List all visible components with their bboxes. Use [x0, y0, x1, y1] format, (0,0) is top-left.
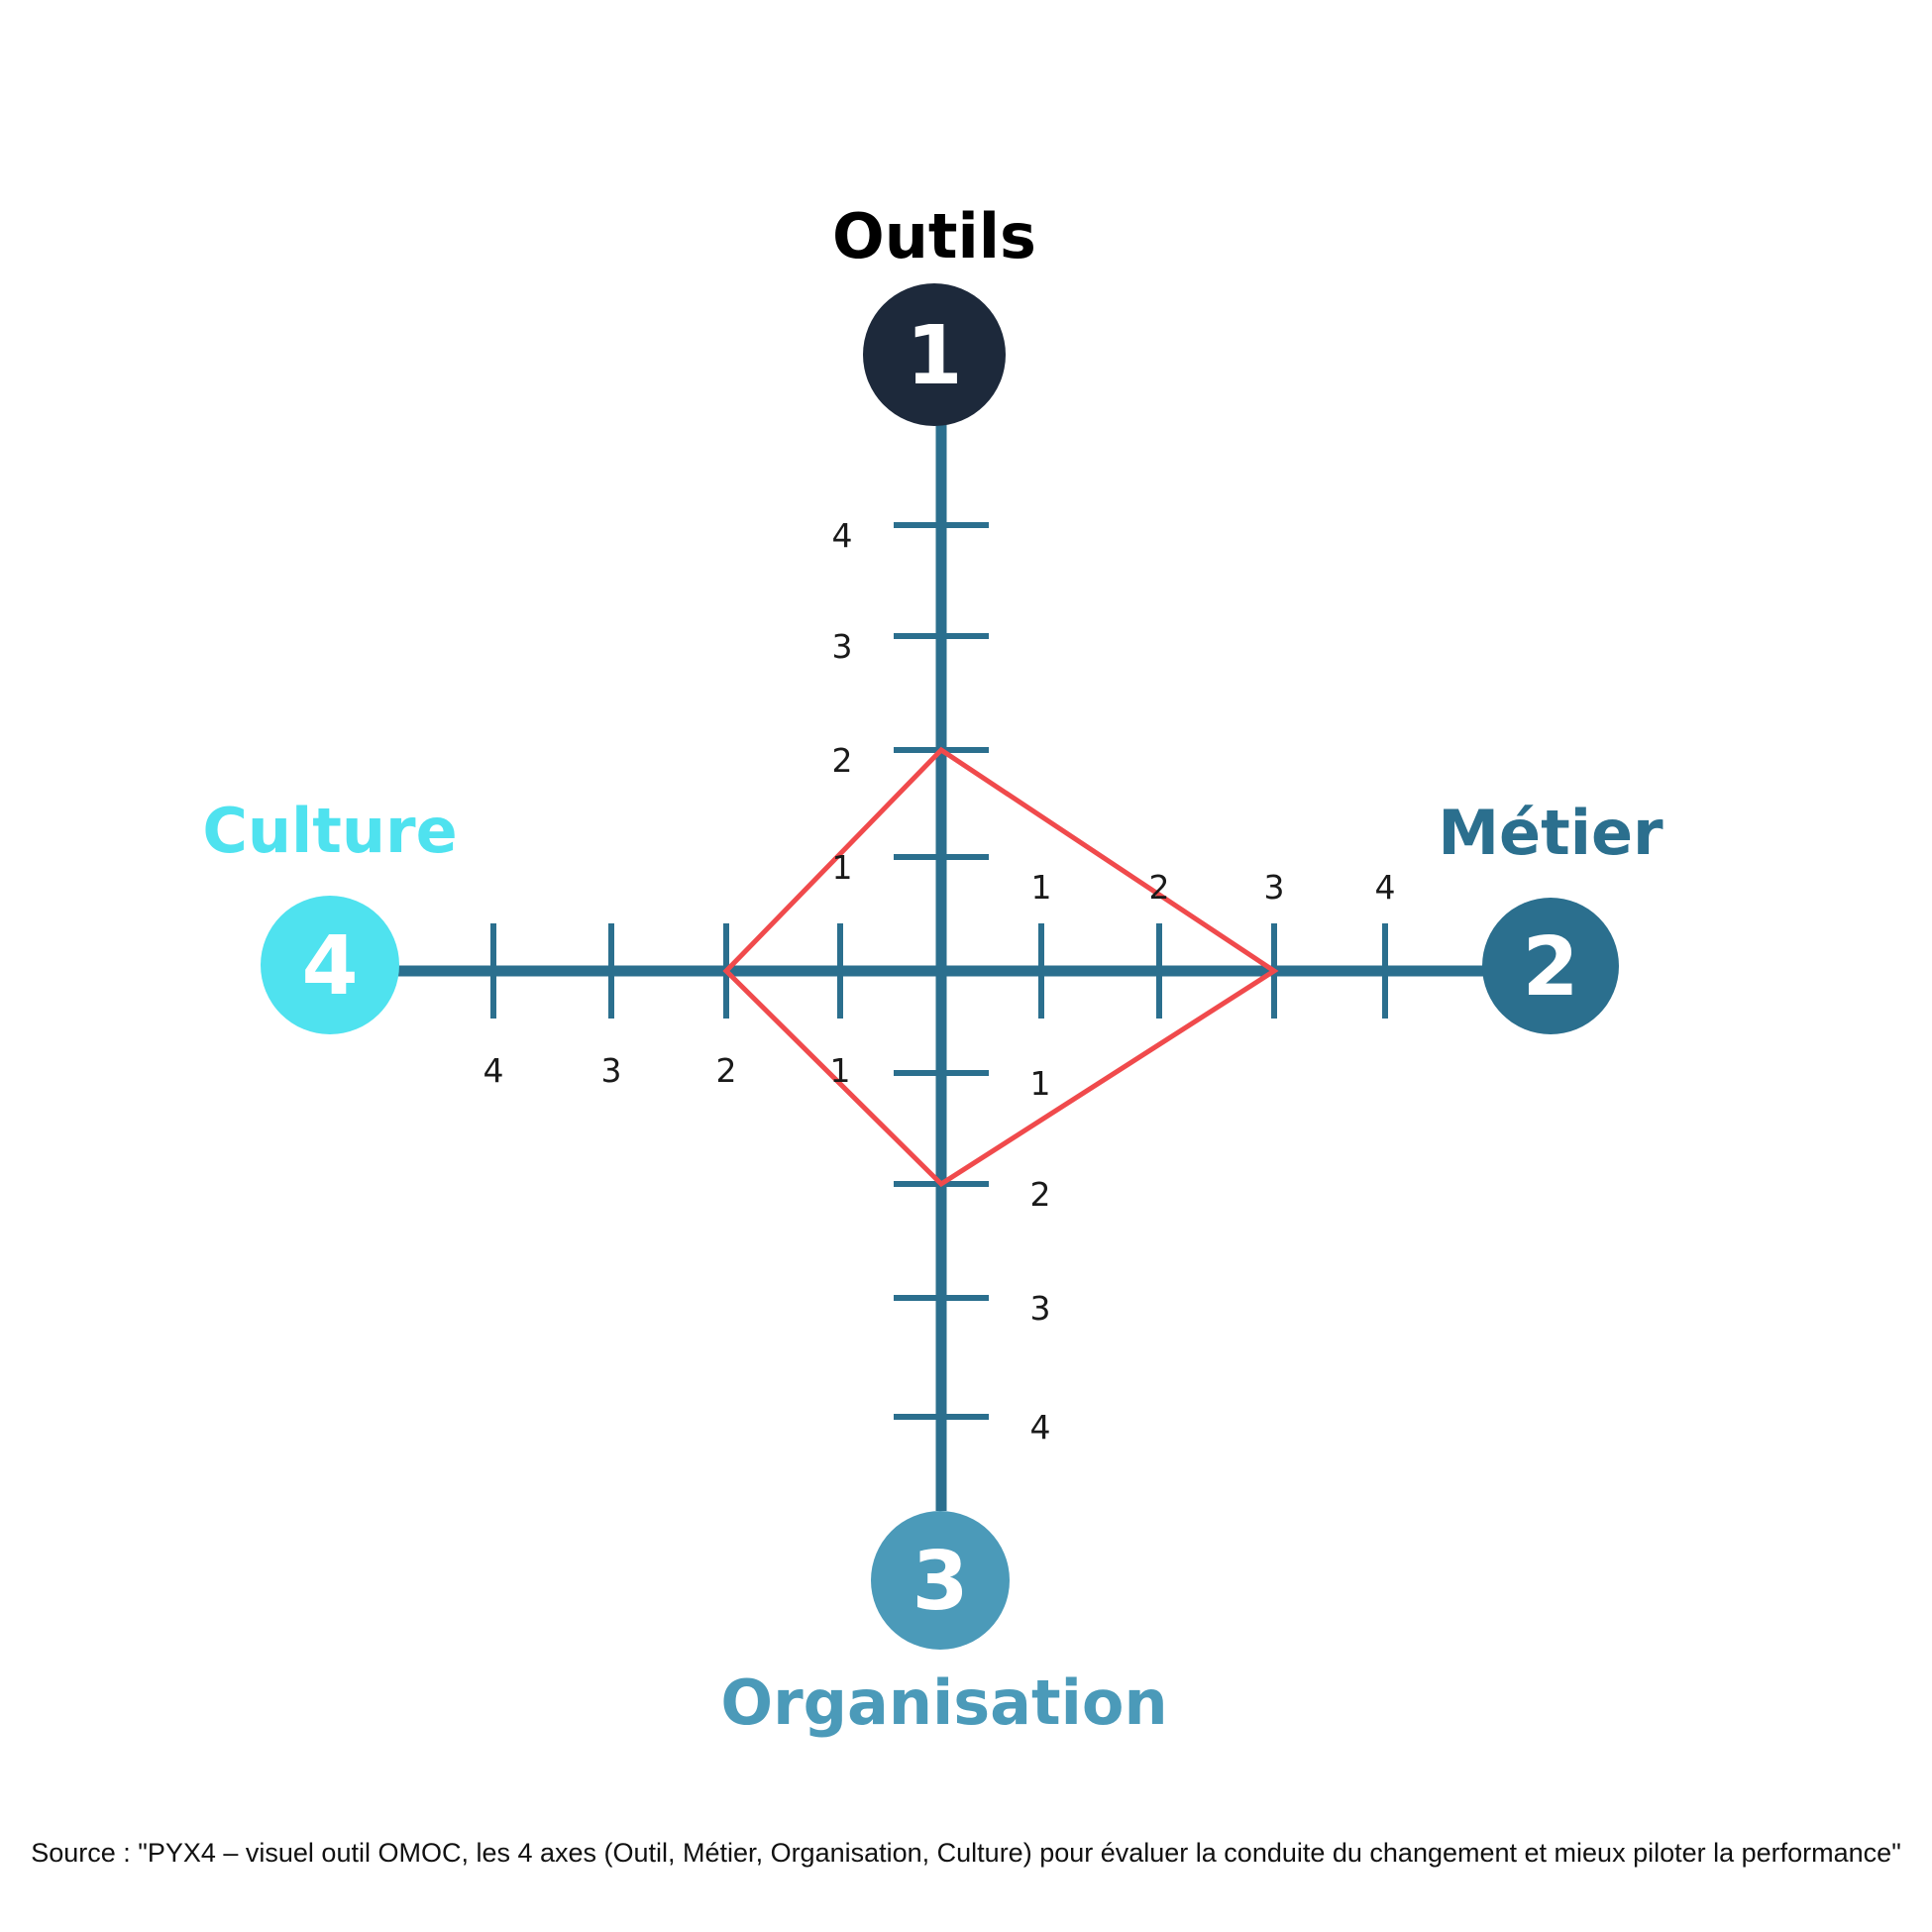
tick-label-outils-4: 4	[832, 516, 853, 555]
tick-label-culture-4: 4	[483, 1051, 504, 1090]
tick-label-organisation-1: 1	[1030, 1064, 1051, 1103]
profile-layer	[722, 746, 1279, 1188]
badge-number-metier: 2	[1522, 920, 1578, 1015]
tick-label-metier-2: 2	[1149, 868, 1170, 907]
tick-label-metier-4: 4	[1375, 868, 1396, 907]
tick-label-culture-2: 2	[716, 1051, 737, 1090]
source-caption: Source : "PYX4 – visuel outil OMOC, les …	[31, 1838, 1901, 1868]
badge-circle-organisation	[871, 1511, 1010, 1650]
badge-number-organisation: 3	[912, 1535, 968, 1629]
badge-number-outils: 1	[906, 309, 962, 403]
tick-label-organisation-4: 4	[1030, 1408, 1051, 1447]
badge-circle-outils	[863, 283, 1006, 426]
profile-polygon	[722, 746, 1279, 1188]
labels-layer: 1 2 3 4 1 2 3 4 1 2 3 4 1 2 3 4 OutilsMétierOrganisation…	[202, 200, 1664, 1739]
tick-label-organisation-3: 3	[1030, 1289, 1051, 1328]
tick-label-outils-2: 2	[832, 741, 853, 780]
tick-label-outils-3: 3	[832, 627, 853, 666]
axis-title-metier: Métier	[1438, 797, 1664, 869]
tick-label-outils-1: 1	[832, 848, 853, 887]
axis-title-outils: Outils	[832, 200, 1036, 272]
tick-label-metier-1: 1	[1031, 868, 1052, 907]
badge-circle-culture	[261, 896, 399, 1034]
tick-label-metier-3: 3	[1264, 868, 1285, 907]
badge-number-culture: 4	[301, 919, 358, 1014]
axis-title-organisation: Organisation	[720, 1666, 1167, 1739]
tick-label-culture-1: 1	[830, 1051, 851, 1090]
axis-title-culture: Culture	[202, 795, 457, 867]
tick-label-organisation-2: 2	[1030, 1175, 1051, 1214]
badge-circle-metier	[1482, 898, 1619, 1034]
axes-layer	[327, 376, 1486, 1511]
tick-label-culture-3: 3	[601, 1051, 622, 1090]
badges-layer: 1 2 3 4	[261, 283, 1619, 1650]
